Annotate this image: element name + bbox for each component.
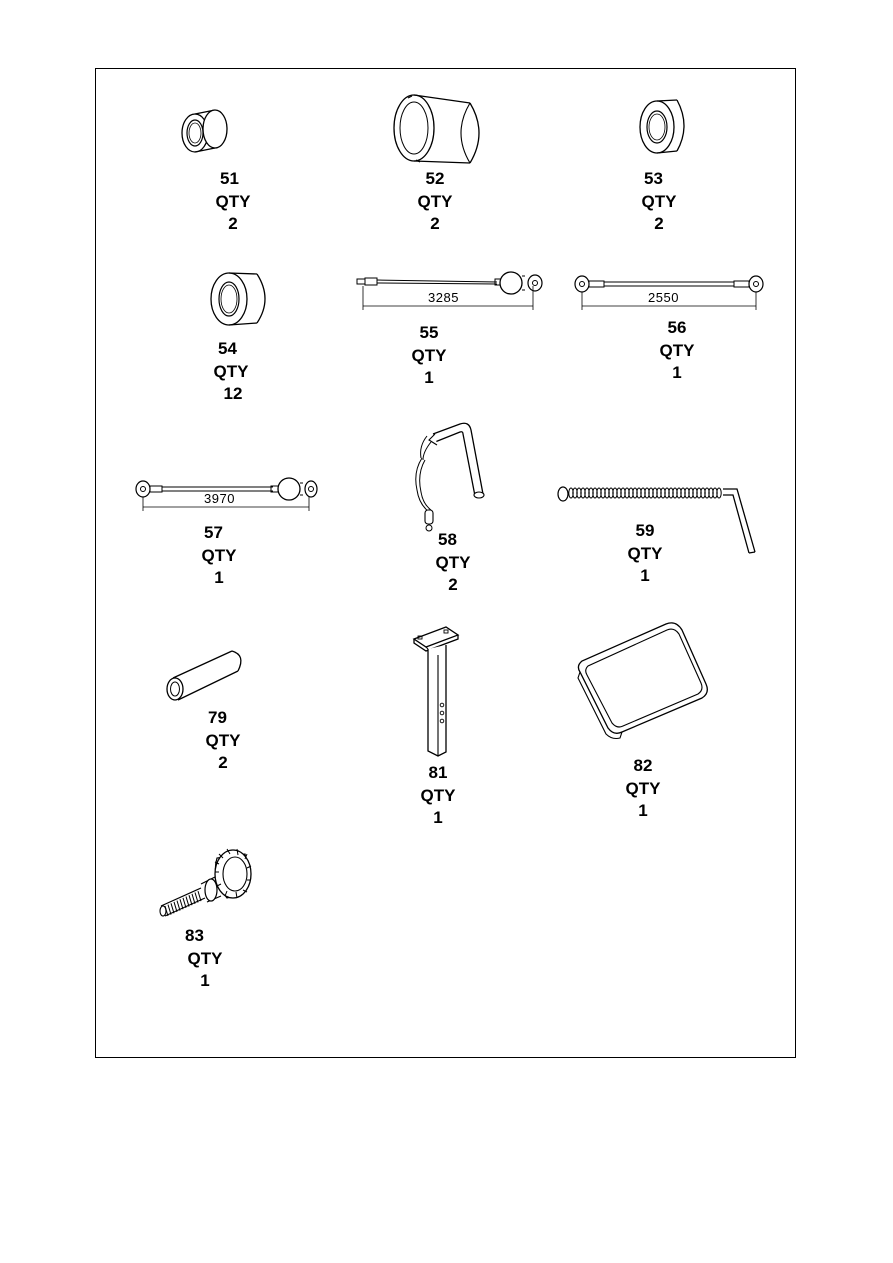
part-number: 79	[208, 708, 227, 727]
part-55-cable-drawing	[356, 271, 543, 310]
qty-value: 1	[424, 368, 434, 387]
qty-value: 2	[448, 575, 458, 594]
qty-value: 1	[214, 568, 224, 587]
part-number: 55	[419, 323, 439, 342]
part-53-flanged-bushing-drawing	[639, 99, 685, 154]
qty-label: QTY	[435, 552, 471, 572]
qty-label: QTY	[213, 361, 249, 381]
part-54-flanged-bushing-drawing	[210, 272, 266, 326]
qty-value: 2	[430, 214, 440, 233]
part-52-label: 52 QTY 2	[410, 168, 460, 236]
part-82-label: 82 QTY 1	[618, 755, 668, 823]
qty-label: QTY	[215, 191, 251, 211]
part-number: 81	[428, 763, 448, 782]
part-53-label: 53 QTY 2	[634, 168, 684, 236]
qty-label: QTY	[417, 191, 453, 211]
part-number: 83	[185, 926, 204, 945]
part-51-label: 51 QTY 2	[208, 168, 258, 236]
qty-value: 1	[638, 801, 648, 820]
qty-label: QTY	[411, 345, 447, 365]
part-83-label: 83 QTY 1	[180, 925, 230, 993]
part-number: 53	[644, 169, 663, 188]
qty-label: QTY	[201, 545, 237, 565]
qty-label: QTY	[420, 785, 456, 805]
qty-value: 2	[218, 753, 228, 772]
part-56-label: 56 QTY 1	[652, 317, 702, 385]
part-number: 56	[667, 318, 687, 337]
qty-label: QTY	[205, 730, 241, 750]
qty-value: 2	[654, 214, 664, 233]
part-56-length: 2550	[648, 290, 679, 305]
qty-label: QTY	[625, 778, 661, 798]
part-81-label: 81 QTY 1	[413, 762, 463, 830]
part-59-label: 59 QTY 1	[620, 520, 670, 588]
qty-value: 1	[433, 808, 443, 827]
part-52-sleeve-drawing	[393, 94, 480, 164]
part-number: 59	[635, 521, 655, 540]
part-number: 51	[220, 169, 239, 188]
qty-label: QTY	[659, 340, 695, 360]
part-number: 58	[438, 530, 457, 549]
part-55-label: 55 QTY 1	[404, 322, 454, 390]
part-81-post-drawing	[412, 626, 460, 757]
part-82-pad-drawing	[577, 622, 708, 740]
part-57-cable-drawing	[135, 477, 318, 511]
part-number: 54	[218, 339, 237, 358]
part-51-bushing-drawing	[181, 109, 228, 153]
part-58-pin-drawing	[415, 422, 485, 532]
qty-value: 1	[640, 566, 650, 585]
part-54-label: 54 QTY 12	[206, 338, 256, 406]
part-number: 82	[633, 756, 653, 775]
part-57-length: 3970	[204, 491, 235, 506]
part-55-length: 3285	[428, 290, 459, 305]
qty-value: 1	[672, 363, 682, 382]
qty-label: QTY	[641, 191, 677, 211]
qty-value: 12	[223, 384, 243, 403]
part-79-tube-drawing	[166, 650, 242, 701]
part-58-label: 58 QTY 2	[428, 529, 478, 597]
parts-list-frame	[95, 68, 796, 1058]
part-57-label: 57 QTY 1	[194, 522, 244, 590]
part-56-cable-drawing	[574, 275, 764, 310]
part-83-knob-drawing	[159, 848, 252, 917]
qty-label: QTY	[187, 948, 223, 968]
part-79-label: 79 QTY 2	[198, 707, 248, 775]
qty-value: 2	[228, 214, 238, 233]
part-number: 52	[425, 169, 445, 188]
part-number: 57	[204, 523, 223, 542]
qty-value: 1	[200, 971, 210, 990]
qty-label: QTY	[627, 543, 663, 563]
part-59-coil-pin-drawing	[557, 486, 756, 554]
